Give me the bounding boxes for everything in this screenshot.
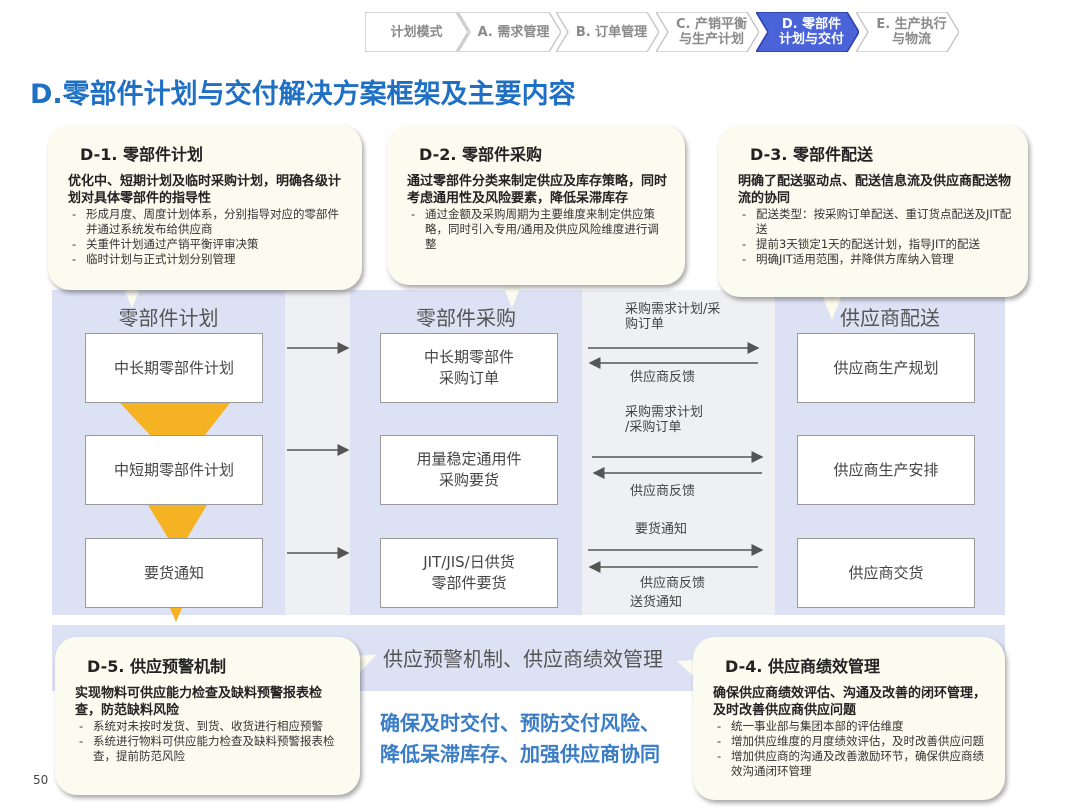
- slogan: 确保及时交付、预防交付风险、 降低呆滞库存、加强供应商协同: [380, 708, 660, 770]
- flow-label: 供应商反馈 送货通知: [630, 576, 706, 610]
- callout-d4: D-4. 供应商绩效管理 确保供应商绩效评估、沟通及改善的闭环管理，及时改善供应…: [693, 637, 1005, 800]
- chevron-shape: [756, 12, 859, 52]
- callout-lead: 通过零部件分类来制定供应及库存策略，同时考虑通用性及风险要素，降低呆滞库存: [407, 174, 668, 206]
- page-title: D.零部件计划与交付解决方案框架及主要内容: [30, 79, 576, 110]
- box-call-off-notice: 要货通知: [85, 538, 263, 608]
- chevron-shape: [365, 12, 468, 52]
- flow-label: 要货通知: [635, 522, 688, 537]
- flow-label: 采购需求计划/采 购订单: [625, 302, 721, 332]
- callout-title: D-1. 零部件计划: [80, 145, 204, 164]
- box-supplier-scheduling: 供应商生产安排: [797, 435, 975, 505]
- column-header: 零部件采购: [416, 306, 516, 330]
- callout-d2: D-2. 零部件采购 通过零部件分类来制定供应及库存策略，同时考虑通用性及风险要…: [387, 125, 685, 285]
- breadcrumb-label: D. 零部件 计划与交付: [778, 17, 844, 47]
- callout-d5: D-5. 供应预警机制 实现物料可供应能力检查及缺料预警报表检查，防范缺料风险 …: [55, 637, 360, 795]
- box-jit-parts: JIT/JIS/日供货 零部件要货: [380, 538, 558, 608]
- callout-title: D-2. 零部件采购: [419, 145, 543, 164]
- breadcrumb-step-1[interactable]: A. 需求管理: [458, 12, 561, 52]
- box-purchase-order: 中长期零部件 采购订单: [380, 333, 558, 403]
- funnel-segment: [148, 505, 207, 538]
- callout-title: D-4. 供应商绩效管理: [725, 657, 881, 676]
- breadcrumb-label: C. 产销平衡 与生产计划: [675, 17, 747, 47]
- callout-item: 增加供应维度的月度绩效评估，及时改善供应问题: [713, 734, 989, 749]
- breadcrumb-step-3[interactable]: C. 产销平衡 与生产计划: [656, 12, 759, 52]
- breadcrumb-step-2[interactable]: B. 订单管理: [556, 12, 659, 52]
- callout-item: 系统进行物料可供应能力检查及缺料预警报表检查，提前防范风险: [75, 734, 344, 764]
- callout-item: 系统对未按时发货、到货、收货进行相应预警: [75, 719, 344, 734]
- column-header: 供应商配送: [840, 306, 940, 330]
- callout-title: D-5. 供应预警机制: [87, 657, 227, 676]
- flow-label: 采购需求计划 /采购订单: [625, 405, 704, 435]
- callout-item: 关重件计划通过产销平衡评审决策: [68, 237, 346, 252]
- callout-title: D-3. 零部件配送: [750, 145, 874, 164]
- callout-item: 形成月度、周度计划体系，分别指导对应的零部件并通过系统发布给供应商: [68, 207, 346, 237]
- breadcrumb-step-4[interactable]: D. 零部件 计划与交付: [756, 12, 859, 52]
- callout-lead: 优化中、短期计划及临时采购计划，明确各级计划对具体零部件的指导性: [68, 174, 342, 206]
- breadcrumb-label: 计划模式: [390, 24, 443, 40]
- breadcrumb-step-5[interactable]: E. 生产执行 与物流: [856, 12, 959, 52]
- callout-lead: 确保供应商绩效评估、沟通及改善的闭环管理，及时改善供应商供应问题: [713, 686, 987, 718]
- breadcrumb-label: E. 生产执行 与物流: [876, 17, 947, 47]
- page-number: 50: [33, 773, 49, 787]
- chevron-shape: [458, 12, 561, 52]
- column-header: 零部件计划: [118, 306, 219, 330]
- callout-item: 配送类型：按采购订单配送、重订货点配送及JIT配送: [738, 207, 1012, 237]
- callout-item: 明确JIT适用范围，并降供方库纳入管理: [738, 252, 1012, 267]
- breadcrumb-step-0[interactable]: 计划模式: [365, 12, 468, 52]
- box-long-term-plan: 中长期零部件计划: [85, 333, 263, 403]
- band-label: 供应预警机制、供应商绩效管理: [383, 647, 663, 671]
- chevron-shape: [556, 12, 659, 52]
- box-common-parts: 用量稳定通用件 采购要货: [380, 435, 558, 505]
- callout-item: 增加供应商的沟通及改善激励环节，确保供应商绩效沟通闭环管理: [713, 749, 989, 779]
- slogan-line: 降低呆滞库存、加强供应商协同: [380, 742, 660, 766]
- callout-item: 提前3天锁定1天的配送计划，指导JIT的配送: [738, 237, 1012, 252]
- callout-item: 临时计划与正式计划分别管理: [68, 252, 346, 267]
- callout-item: 通过金额及采购周期为主要维度来制定供应策略，同时引入专用/通用及供应风险维度进行…: [407, 207, 669, 252]
- chevron-shape: [656, 12, 759, 52]
- funnel-segment: [170, 608, 182, 622]
- callout-d3: D-3. 零部件配送 明确了配送驱动点、配送信息流及供应商配送物流的协同 配送类…: [718, 125, 1028, 297]
- callout-item: 统一事业部与集团本部的评估维度: [713, 719, 989, 734]
- box-short-term-plan: 中短期零部件计划: [85, 435, 263, 505]
- flow-label: 供应商反馈: [630, 484, 696, 499]
- slogan-line: 确保及时交付、预防交付风险、: [380, 711, 660, 735]
- funnel-segment: [120, 403, 230, 435]
- breadcrumb-label: A. 需求管理: [477, 24, 550, 40]
- box-supplier-planning: 供应商生产规划: [797, 333, 975, 403]
- box-supplier-delivery: 供应商交货: [797, 538, 975, 608]
- flow-label: 供应商反馈: [630, 370, 696, 385]
- callout-d1: D-1. 零部件计划 优化中、短期计划及临时采购计划，明确各级计划对具体零部件的…: [48, 125, 362, 290]
- callout-lead: 明确了配送驱动点、配送信息流及供应商配送物流的协同: [738, 174, 1012, 206]
- chevron-shape: [856, 12, 959, 52]
- breadcrumb-label: B. 订单管理: [575, 24, 648, 40]
- callout-lead: 实现物料可供应能力检查及缺料预警报表检查，防范缺料风险: [75, 686, 323, 718]
